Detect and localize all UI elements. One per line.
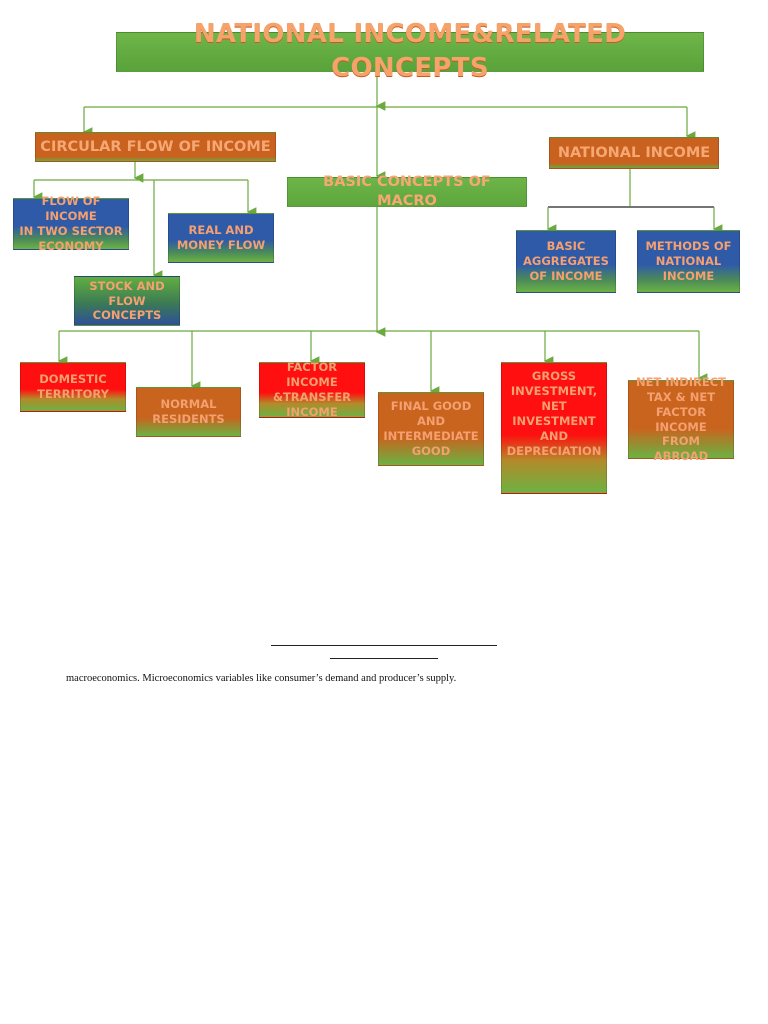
node-methods-of-national-income: METHODS OF NATIONAL INCOME xyxy=(637,230,740,293)
node-text-line: DEPRECIATION xyxy=(506,443,602,458)
node-text-line: GROSS xyxy=(531,369,577,383)
node-text-line: IN TWO SECTOR xyxy=(19,224,123,238)
node-text-line: DOMESTIC xyxy=(39,372,107,387)
node-stock-and-flow-concepts: STOCK AND FLOW CONCEPTS xyxy=(74,276,180,326)
node-factor-income-transfer-income: FACTOR INCOME &TRANSFER INCOME xyxy=(259,360,365,419)
diagram-title: NATIONAL INCOME&RELATED CONCEPTS xyxy=(116,19,704,83)
node-text-line: TAX & NET xyxy=(646,389,716,404)
node-text-line: TERRITORY xyxy=(37,387,109,401)
node-basic-concepts-of-macro: BASIC CONCEPTS OF MACRO xyxy=(287,174,527,209)
node-text-line: BASIC xyxy=(546,239,586,254)
node-text-line: METHODS OF xyxy=(645,239,732,254)
node-text-line: NET INDIRECT xyxy=(635,374,727,389)
node-text-line: FLOW OF INCOME xyxy=(41,194,101,224)
node-text-line: AND xyxy=(539,428,569,443)
node-text-line: ECONOMY xyxy=(38,238,104,253)
node-final-good-intermediate-good: FINAL GOOD AND INTERMEDIATE GOOD xyxy=(378,392,484,466)
node-real-and-money-flow: REAL AND MONEY FLOW xyxy=(168,213,274,263)
node-national-income: NATIONAL INCOME xyxy=(549,137,719,169)
node-text-line: FLOW CONCEPTS xyxy=(92,293,162,323)
node-text-line: FROM ABROAD xyxy=(653,434,709,464)
node-basic-aggregates-of-income: BASIC AGGREGATES OF INCOME xyxy=(516,230,616,293)
node-net-indirect-tax-factor-income: NET INDIRECT TAX & NET FACTOR INCOME FRO… xyxy=(628,375,734,463)
node-text-line: OF INCOME xyxy=(529,268,603,283)
node-normal-residents: NORMAL RESIDENTS xyxy=(136,387,241,437)
node-flow-of-income-two-sector: FLOW OF INCOME IN TWO SECTOR ECONOMY xyxy=(13,194,129,253)
node-gross-net-investment-depreciation: GROSS INVESTMENT, NET INVESTMENT AND DEP… xyxy=(501,362,607,494)
node-text-line: FINAL GOOD xyxy=(390,399,472,414)
node-text-line: INVESTMENT, xyxy=(510,383,598,398)
node-text-line: GOOD xyxy=(411,443,451,458)
node-text-line: &TRANSFER xyxy=(272,390,352,404)
node-circular-flow-of-income: CIRCULAR FLOW OF INCOME xyxy=(35,132,276,162)
node-text-line: RESIDENTS xyxy=(152,412,225,426)
node-text-line: AND xyxy=(416,414,446,429)
node-text-line: FACTOR INCOME xyxy=(286,360,338,390)
node-text-line: AGGREGATES xyxy=(523,254,609,269)
node-text-line: INCOME xyxy=(286,404,338,419)
node-text-line: NORMAL xyxy=(160,397,217,412)
horizontal-rule-short xyxy=(330,658,438,659)
node-text-line: MONEY FLOW xyxy=(176,238,266,252)
node-domestic-territory: DOMESTIC TERRITORY xyxy=(20,362,126,412)
horizontal-rule-long xyxy=(271,645,497,646)
node-text-line: INCOME xyxy=(662,268,715,283)
node-text-line: INVESTMENT xyxy=(512,413,596,428)
node-text-line: FACTOR INCOME xyxy=(655,404,707,434)
node-text-line: NATIONAL xyxy=(655,254,722,269)
node-text-line: STOCK AND xyxy=(89,278,165,293)
node-text-line: NET xyxy=(541,398,567,413)
node-text-line: INTERMEDIATE xyxy=(383,429,479,443)
body-text-line: macroeconomics. Microeconomics variables… xyxy=(66,673,457,684)
node-text-line: REAL AND xyxy=(188,223,254,238)
